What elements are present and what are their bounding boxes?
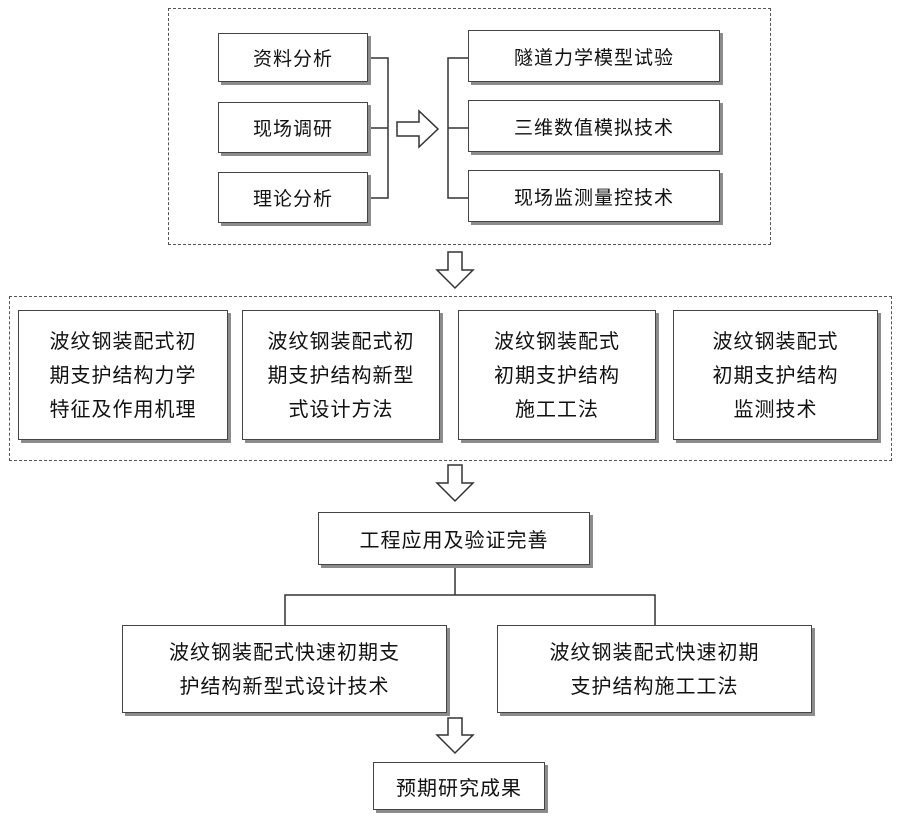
connector-methods-left — [368, 57, 389, 199]
method-box-field-survey: 现场调研 — [218, 102, 368, 153]
application-box: 工程应用及验证完善 — [318, 512, 590, 565]
method-box-numerical-sim: 三维数值模拟技术 — [468, 100, 720, 152]
method-box-field-monitoring: 现场监测量控技术 — [468, 170, 720, 222]
method-box-data-analysis: 资料分析 — [218, 33, 368, 82]
arrow-down-icon-2 — [435, 464, 475, 503]
method-box-theory-analysis: 理论分析 — [218, 172, 368, 223]
research-box-design-method: 波纹钢装配式初期支护结构新型式设计方法 — [242, 310, 440, 440]
research-box-mechanics: 波纹钢装配式初期支护结构力学特征及作用机理 — [18, 310, 228, 440]
arrow-down-icon-1 — [435, 251, 475, 290]
connector-methods-right — [447, 57, 468, 199]
output-box-design-tech: 波纹钢装配式快速初期支护结构新型式设计技术 — [122, 625, 447, 713]
result-box: 预期研究成果 — [373, 762, 545, 810]
connector-application-outputs — [284, 565, 656, 625]
arrow-down-icon-3 — [435, 717, 475, 755]
research-box-monitoring: 波纹钢装配式初期支护结构监测技术 — [673, 310, 878, 440]
output-box-construction-method: 波纹钢装配式快速初期支护结构施工工法 — [497, 625, 812, 713]
research-group — [9, 296, 892, 461]
methods-group — [168, 8, 771, 245]
method-box-model-test: 隧道力学模型试验 — [468, 30, 720, 82]
research-box-construction: 波纹钢装配式初期支护结构施工工法 — [458, 310, 656, 440]
arrow-right-icon — [396, 109, 440, 149]
